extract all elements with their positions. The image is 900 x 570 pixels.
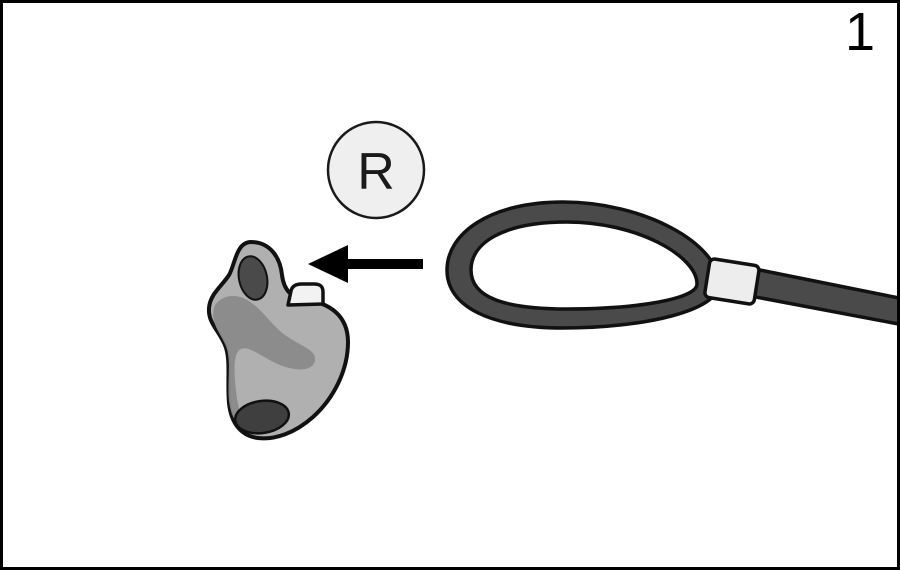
lower-vent-opening bbox=[233, 399, 291, 435]
side-badge-label: R bbox=[357, 143, 395, 201]
cable bbox=[743, 265, 897, 326]
upper-vent-opening bbox=[237, 255, 269, 301]
arrow-shape bbox=[308, 245, 423, 283]
earmold bbox=[206, 240, 350, 441]
loop-band bbox=[445, 200, 721, 330]
side-badge-circle bbox=[326, 120, 426, 220]
connector-sleeve bbox=[703, 257, 761, 306]
direction-arrow bbox=[308, 245, 423, 283]
figure-illustration: R bbox=[206, 120, 897, 441]
retrieval-loop-tool bbox=[445, 200, 897, 330]
earmold-shading bbox=[213, 295, 316, 433]
sound-bore-tab bbox=[286, 282, 325, 307]
side-badge: R bbox=[326, 120, 426, 220]
step-number: 1 bbox=[844, 2, 875, 62]
